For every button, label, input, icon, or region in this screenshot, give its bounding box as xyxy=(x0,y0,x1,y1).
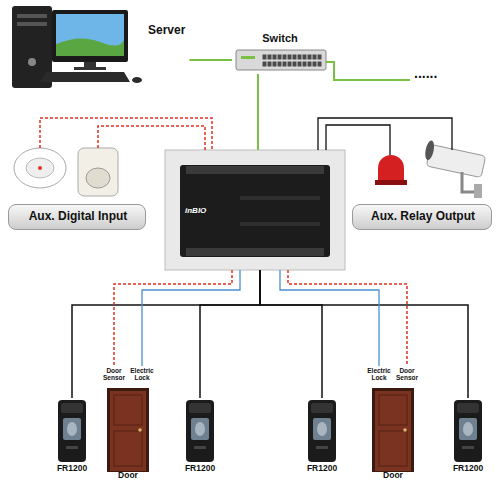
keyboard xyxy=(132,77,142,83)
terminal-label: Door Sensor xyxy=(101,368,127,382)
wire-connector xyxy=(280,270,407,366)
switch-unit xyxy=(262,54,322,68)
input-wire xyxy=(98,126,205,150)
siren xyxy=(375,155,407,185)
network-wire xyxy=(326,62,410,80)
relay-wire xyxy=(318,118,452,150)
reader-node: FR1200 xyxy=(300,398,344,478)
tower xyxy=(28,58,36,66)
node-label: inBIO xyxy=(185,206,206,215)
controller-housing xyxy=(180,165,330,257)
node-label: FR1200 xyxy=(57,464,87,474)
node-label: Switch xyxy=(262,32,297,45)
node-label: FR1200 xyxy=(453,464,483,474)
controller-housing xyxy=(165,150,345,270)
wire-connector xyxy=(260,270,468,398)
reader-device xyxy=(58,400,86,462)
wire-connector xyxy=(189,60,232,61)
wire-connector xyxy=(114,270,240,366)
switch-node: Switch xyxy=(232,32,328,74)
smoke-detector xyxy=(14,148,66,188)
wire-path xyxy=(200,270,260,398)
terminal-label: Electric Lock xyxy=(129,368,155,382)
relay-wire xyxy=(326,125,390,155)
output-group-box: Aux. Relay Output xyxy=(352,204,492,230)
controller-housing xyxy=(186,166,324,174)
controller-housing xyxy=(240,222,320,226)
door-node: Door xyxy=(100,366,156,482)
node-label: FR1200 xyxy=(185,464,215,474)
reader-node: FR1200 xyxy=(446,398,490,478)
reader-device xyxy=(454,400,482,462)
keyboard xyxy=(40,72,142,83)
node-label: Aux. Digital Input xyxy=(29,210,128,224)
node-label: Aux. Relay Output xyxy=(371,210,475,224)
wire-path xyxy=(72,270,260,398)
wire-connector xyxy=(260,270,322,398)
monitor xyxy=(56,38,124,56)
switch-unit xyxy=(236,50,326,70)
reader-device xyxy=(308,400,336,462)
node-label: Server xyxy=(148,24,185,38)
switch-unit xyxy=(241,56,255,59)
input-wire xyxy=(40,118,212,150)
tower xyxy=(17,22,47,26)
wire-connector xyxy=(258,74,259,150)
input-group-box: Aux. Digital Input xyxy=(8,204,146,230)
wire-connector xyxy=(200,270,260,398)
monitor xyxy=(52,10,128,70)
motion-sensor xyxy=(86,168,110,188)
door-node: Door xyxy=(365,366,421,482)
motion-sensor xyxy=(78,148,118,196)
controller-node: inBIO xyxy=(165,150,345,270)
terminal-label: Electric Lock xyxy=(366,368,392,382)
siren xyxy=(375,180,407,185)
node-label: Door xyxy=(118,471,138,481)
wire-connector xyxy=(72,270,260,398)
smoke-detector xyxy=(14,148,66,188)
wire-path xyxy=(260,270,468,398)
monitor xyxy=(52,10,128,62)
wire-path xyxy=(189,59,232,61)
controller-housing xyxy=(165,150,345,270)
door-leaf xyxy=(372,388,414,472)
siren xyxy=(378,155,404,182)
server-node: Server xyxy=(8,4,189,92)
camera xyxy=(424,140,436,161)
wire-path xyxy=(260,270,322,398)
node-label: FR1200 xyxy=(307,464,337,474)
switch-unit xyxy=(236,50,326,70)
reader-node: FR1200 xyxy=(178,398,222,478)
wire-path xyxy=(257,74,259,150)
node-label: Door xyxy=(383,471,403,481)
controller-housing xyxy=(240,196,320,200)
monitor xyxy=(74,67,106,70)
camera xyxy=(424,140,486,198)
smoke-detector xyxy=(38,166,42,170)
terminal-label: Door Sensor xyxy=(394,368,420,382)
tower xyxy=(17,14,47,18)
door-leaf xyxy=(107,388,149,472)
reader-node: FR1200 xyxy=(50,398,94,478)
continuation-mark: ...... xyxy=(414,66,474,81)
wire-path xyxy=(114,270,232,366)
reader-device xyxy=(186,400,214,462)
motion-sensor xyxy=(78,148,118,196)
keyboard xyxy=(40,72,130,82)
camera xyxy=(426,144,485,177)
controller-housing xyxy=(186,248,324,256)
monitor xyxy=(56,14,124,56)
camera xyxy=(474,184,482,198)
wire-path xyxy=(288,270,407,366)
smoke-detector xyxy=(26,158,54,178)
